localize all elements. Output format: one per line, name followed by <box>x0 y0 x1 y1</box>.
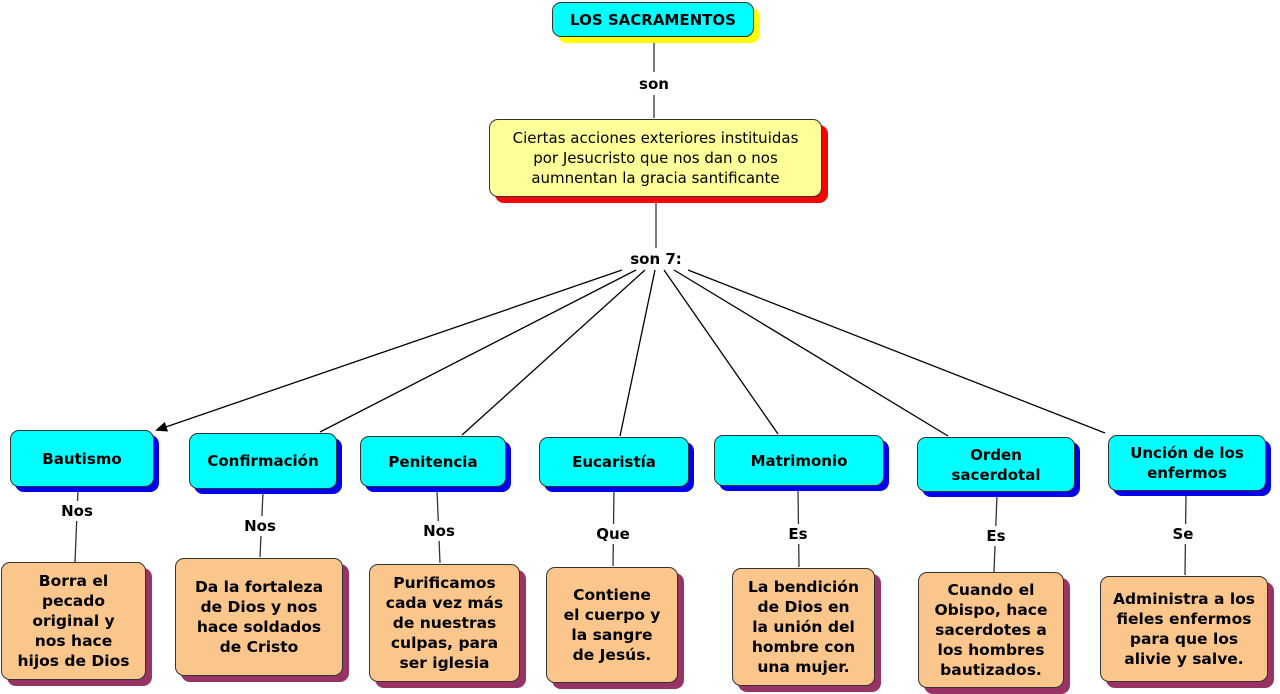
link-label-orden: Es <box>984 526 1008 546</box>
link-label-confirmacion: Nos <box>242 516 278 536</box>
sacrament-orden-sacerdotal[interactable]: Orden sacerdotal <box>917 437 1075 492</box>
description-eucaristia[interactable]: Contiene el cuerpo y la sangre de Jesús. <box>546 567 678 683</box>
link-label-bautismo: Nos <box>59 501 95 521</box>
sacrament-matrimonio[interactable]: Matrimonio <box>714 435 884 486</box>
line-son7-penitencia <box>461 269 646 436</box>
sacrament-uncion-enfermos[interactable]: Unción de los enfermos <box>1108 435 1266 491</box>
description-bautismo[interactable]: Borra el pecado original y nos hace hijo… <box>1 562 146 680</box>
description-orden[interactable]: Cuando el Obispo, hace sacerdotes a los … <box>918 572 1064 688</box>
link-label-son-7: son 7: <box>628 249 684 269</box>
link-label-penitencia: Nos <box>421 521 457 541</box>
line-son7-matrimonio <box>663 269 779 435</box>
sacrament-confirmacion[interactable]: Confirmación <box>189 433 337 489</box>
sacrament-penitencia[interactable]: Penitencia <box>360 436 506 487</box>
root-concept[interactable]: LOS SACRAMENTOS <box>552 2 754 37</box>
sacrament-bautismo[interactable]: Bautismo <box>10 430 154 487</box>
link-label-matrimonio: Es <box>786 524 810 544</box>
description-uncion[interactable]: Administra a los fieles enfermos para qu… <box>1100 576 1268 682</box>
line-son7-uncion <box>687 269 1106 434</box>
link-label-uncion: Se <box>1170 524 1196 544</box>
description-matrimonio[interactable]: La bendición de Dios en la unión del hom… <box>732 568 875 686</box>
line-son7-eucaristia <box>619 269 656 437</box>
description-confirmacion[interactable]: Da la fortaleza de Dios y nos hace solda… <box>175 558 343 676</box>
line-son7-confirmacion <box>319 269 637 433</box>
definition-concept[interactable]: Ciertas acciones exteriores instituidas … <box>489 119 822 197</box>
sacrament-eucaristia[interactable]: Eucaristía <box>539 437 689 487</box>
line-son7-orden <box>673 269 949 437</box>
link-label-eucaristia: Que <box>594 524 632 544</box>
link-label-son: son <box>637 74 671 94</box>
description-penitencia[interactable]: Purificamos cada vez más de nuestras cul… <box>369 564 520 682</box>
line-son7-bautismo <box>155 269 623 432</box>
